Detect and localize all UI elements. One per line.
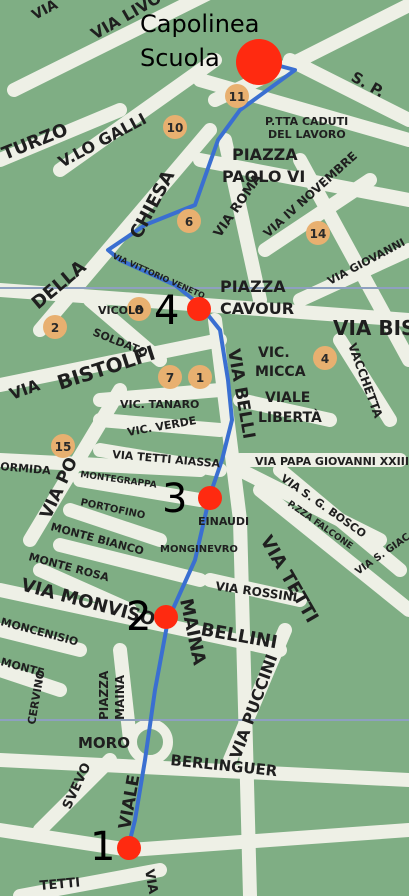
street-label: VIC. TANARO bbox=[120, 398, 199, 411]
poi-label: 8 bbox=[135, 303, 143, 317]
terminus-label-line1: Capolinea bbox=[140, 10, 259, 38]
road bbox=[0, 583, 287, 657]
poi-label: 2 bbox=[51, 321, 59, 335]
street-label: MONGINEVRO bbox=[160, 544, 238, 555]
road bbox=[0, 823, 137, 857]
bus-stop-marker[interactable] bbox=[117, 836, 141, 860]
bus-stop-number: 3 bbox=[162, 476, 187, 522]
road bbox=[0, 623, 87, 657]
road bbox=[83, 293, 167, 367]
road bbox=[53, 538, 207, 587]
road bbox=[0, 753, 409, 787]
poi-label: 1 bbox=[196, 371, 204, 385]
road bbox=[93, 413, 227, 437]
poi-marker bbox=[225, 84, 249, 108]
street-label: VIALE bbox=[265, 390, 310, 406]
road bbox=[233, 393, 337, 427]
poi-label: 14 bbox=[310, 227, 327, 241]
road bbox=[53, 53, 222, 177]
poi-marker bbox=[177, 209, 201, 233]
road bbox=[333, 333, 397, 427]
road bbox=[0, 453, 207, 477]
map-gridlines bbox=[0, 287, 409, 721]
road bbox=[7, 0, 211, 97]
road bbox=[283, 53, 409, 127]
bus-stop-number: 2 bbox=[126, 594, 151, 640]
street-label: ORMIDA bbox=[0, 460, 52, 477]
poi-marker bbox=[43, 315, 67, 339]
road bbox=[293, 153, 409, 367]
street-label: VIA BIS bbox=[333, 316, 409, 340]
poi-label: 10 bbox=[167, 121, 184, 135]
road bbox=[218, 133, 267, 307]
road bbox=[258, 173, 377, 257]
street-label: LIBERTÀ bbox=[258, 409, 322, 426]
road bbox=[0, 103, 127, 167]
street-label: VICOLO bbox=[98, 304, 144, 317]
street-label: CAVOUR bbox=[220, 299, 294, 318]
bus-stop-number: 4 bbox=[154, 288, 179, 334]
terminus-label-line2: Scuola bbox=[140, 44, 220, 72]
bus-stop-number: 1 bbox=[90, 824, 115, 870]
poi-marker bbox=[51, 434, 75, 458]
poi-marker bbox=[163, 115, 187, 139]
street-label: PIAZZA bbox=[220, 277, 286, 296]
road bbox=[223, 623, 292, 767]
poi-markers: 2 1 6 7 8 10 11 14 15 4 bbox=[43, 84, 337, 458]
road bbox=[0, 333, 227, 392]
road bbox=[73, 473, 207, 507]
street-label: P.TTA CADUTI bbox=[265, 115, 348, 128]
street-label: MICCA bbox=[255, 364, 306, 380]
bus-stop-marker[interactable] bbox=[187, 297, 211, 321]
poi-marker bbox=[306, 221, 330, 245]
street-label: PAOLO VI bbox=[222, 167, 305, 186]
poi-marker bbox=[127, 297, 151, 321]
road bbox=[203, 573, 307, 607]
road bbox=[33, 753, 117, 837]
street-label: PIAZZA bbox=[232, 145, 298, 164]
road bbox=[253, 483, 409, 617]
street-label: VIA PAPA GIOVANNI XXIII bbox=[255, 455, 409, 468]
poi-label: 11 bbox=[229, 90, 246, 104]
street-label: EINAUDI bbox=[198, 515, 249, 528]
road bbox=[13, 863, 167, 896]
poi-marker bbox=[313, 346, 337, 370]
road bbox=[63, 503, 167, 547]
poi-label: 6 bbox=[185, 215, 193, 229]
road bbox=[23, 383, 127, 547]
road bbox=[273, 463, 407, 577]
street-label: PIAZZA bbox=[97, 670, 111, 720]
bus-stop-marker[interactable] bbox=[198, 486, 222, 510]
street-label: VIC. bbox=[258, 345, 290, 361]
road bbox=[293, 243, 409, 307]
street-label: VIA bbox=[141, 868, 160, 895]
road bbox=[33, 563, 137, 617]
bus-stops: 1 2 3 4 bbox=[90, 39, 282, 870]
street-label: TETTI bbox=[39, 876, 81, 894]
poi-marker bbox=[158, 365, 182, 389]
poi-label: 7 bbox=[166, 371, 174, 385]
road bbox=[123, 823, 409, 857]
street-label: DEL LAVORO bbox=[268, 128, 346, 141]
bus-route bbox=[106, 60, 297, 849]
poi-marker bbox=[188, 365, 212, 389]
road bbox=[113, 643, 137, 747]
road bbox=[0, 663, 67, 697]
street-label: MORO bbox=[78, 734, 130, 752]
poi-label: 4 bbox=[321, 352, 329, 366]
terminus-marker[interactable] bbox=[236, 39, 282, 85]
street-label: MAINA bbox=[113, 674, 127, 720]
bus-stop-marker[interactable] bbox=[154, 605, 178, 629]
poi-label: 15 bbox=[55, 440, 72, 454]
